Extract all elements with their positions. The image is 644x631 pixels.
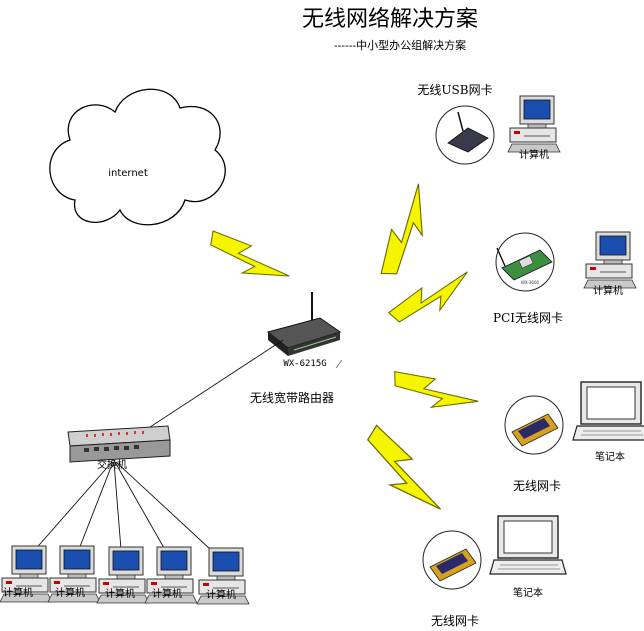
- pci-card-model: WX-3600: [521, 280, 540, 285]
- lan-computer-4-label: 计算机: [152, 587, 182, 600]
- diagram-subtitle: ------中小型办公组解决方案: [334, 38, 466, 52]
- laptop-2-label: 笔记本: [513, 586, 543, 599]
- lan-computer-3-label: 计算机: [105, 587, 135, 600]
- lan-computer-5-label: 计算机: [206, 588, 236, 601]
- router-model: WX-6215G: [283, 359, 326, 369]
- router-label: 无线宽带路由器: [250, 390, 334, 405]
- internet-label: internet: [108, 168, 148, 179]
- usb-card-label: 无线USB网卡: [417, 83, 492, 97]
- laptop-1-label: 笔记本: [595, 450, 625, 463]
- lightning-laptop-1: [387, 361, 480, 425]
- lightning-usb: [370, 182, 444, 283]
- wireless-card-1-label: 无线网卡: [513, 479, 561, 493]
- usb-computer-label: 计算机: [519, 148, 549, 161]
- lan-computer-2-label: 计算机: [55, 586, 85, 599]
- pci-card-icon: WX-3600: [495, 232, 555, 292]
- usb-card-icon: [435, 105, 495, 165]
- laptop-2-icon: [489, 515, 567, 575]
- wireless-card-1-icon: [504, 395, 564, 455]
- internet-cloud: internet: [49, 88, 226, 226]
- pci-computer-icon: [583, 231, 637, 289]
- lightning-pci: [384, 269, 478, 329]
- lan-links: [25, 461, 225, 563]
- switch-icon: [67, 425, 171, 463]
- wireless-card-2-icon: [422, 530, 482, 590]
- pci-card-label: PCI无线网卡: [493, 311, 563, 325]
- lightning-cloud-router: [202, 221, 292, 297]
- pci-computer-label: 计算机: [593, 284, 623, 297]
- wireless-card-2-label: 无线网卡: [431, 614, 479, 628]
- lan-computer-1-label: 计算机: [3, 586, 33, 599]
- router-icon: [266, 292, 342, 356]
- usb-computer-icon: [507, 95, 561, 153]
- laptop-1-icon: [572, 381, 644, 441]
- diagram-title: 无线网络解决方案: [302, 7, 478, 32]
- lightning-laptop-2: [358, 418, 444, 526]
